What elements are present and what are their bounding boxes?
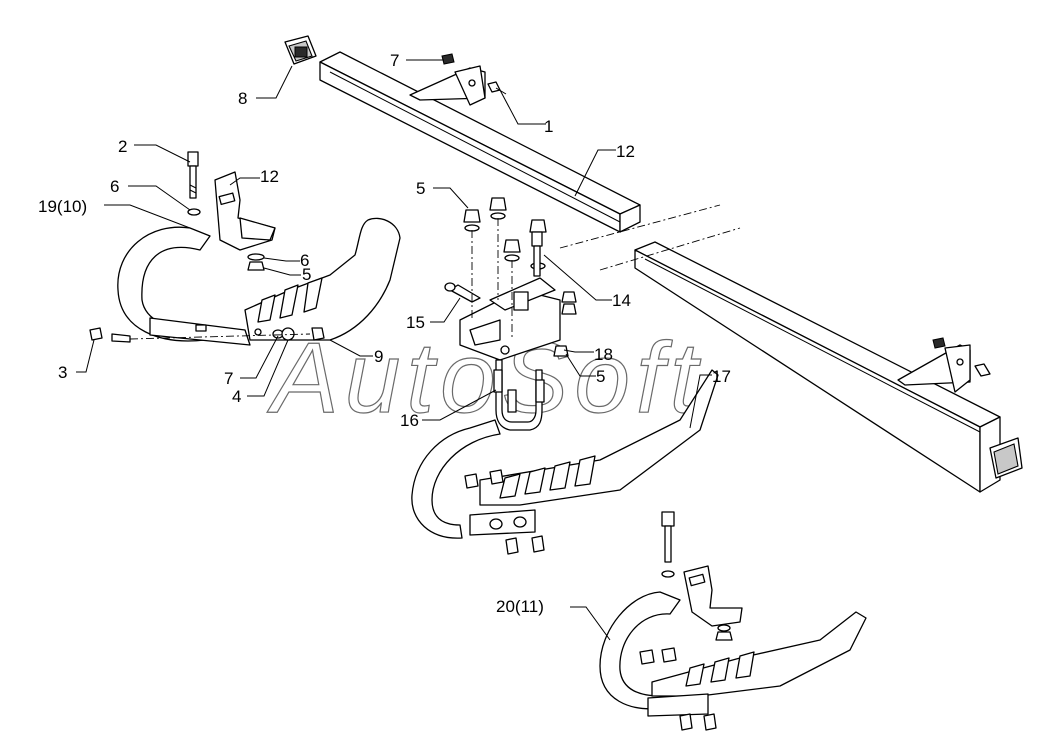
callout-6-left: 6 — [110, 177, 119, 196]
callout-15: 15 — [406, 313, 425, 332]
center-nuts — [463, 197, 577, 357]
callout-5-right: 5 — [596, 367, 605, 386]
callout-7-left: 7 — [224, 369, 233, 388]
blade-9 — [244, 217, 401, 341]
callout-3: 3 — [58, 363, 67, 382]
u-bolt-16 — [493, 359, 545, 431]
callout-2: 2 — [118, 137, 127, 156]
callout-14: 14 — [612, 291, 631, 310]
bracket-12-left — [214, 171, 276, 251]
callout-17: 17 — [712, 367, 731, 386]
frame-bracket-top — [409, 53, 507, 106]
callout-20-11: 20(11) — [496, 597, 544, 616]
callout-9: 9 — [374, 347, 383, 366]
callout-4: 4 — [232, 387, 241, 406]
callout-5-left: 5 — [302, 265, 311, 284]
callout-19-10: 19(10) — [38, 197, 87, 216]
callout-12-tube: 12 — [616, 142, 635, 161]
frame-bracket-bottom — [897, 337, 991, 393]
callout-6-right: 6 — [300, 251, 309, 270]
callout-8: 8 — [238, 89, 247, 108]
callout-12-left: 12 — [260, 167, 279, 186]
end-cap-bottom — [989, 437, 1023, 479]
nut-5-left — [247, 261, 265, 271]
leader-lines — [76, 59, 712, 641]
callout-16: 16 — [400, 411, 419, 430]
callout-5-center: 5 — [416, 179, 425, 198]
bolt-2 — [187, 151, 201, 216]
bolt-14 — [531, 231, 543, 277]
callout-1: 1 — [544, 117, 553, 136]
washer-6-left — [247, 253, 265, 261]
shank-bottom — [599, 511, 867, 731]
end-cap-top — [284, 35, 317, 65]
shank-left — [117, 226, 251, 346]
callouts: 7 8 1 2 6 19(10) 12 12 6 5 5 14 15 18 5 … — [38, 51, 731, 616]
clamp-assembly — [444, 277, 561, 361]
callout-7-top: 7 — [390, 51, 399, 70]
shank-center — [411, 369, 719, 555]
hardware-left — [89, 327, 325, 343]
callout-18: 18 — [594, 345, 613, 364]
